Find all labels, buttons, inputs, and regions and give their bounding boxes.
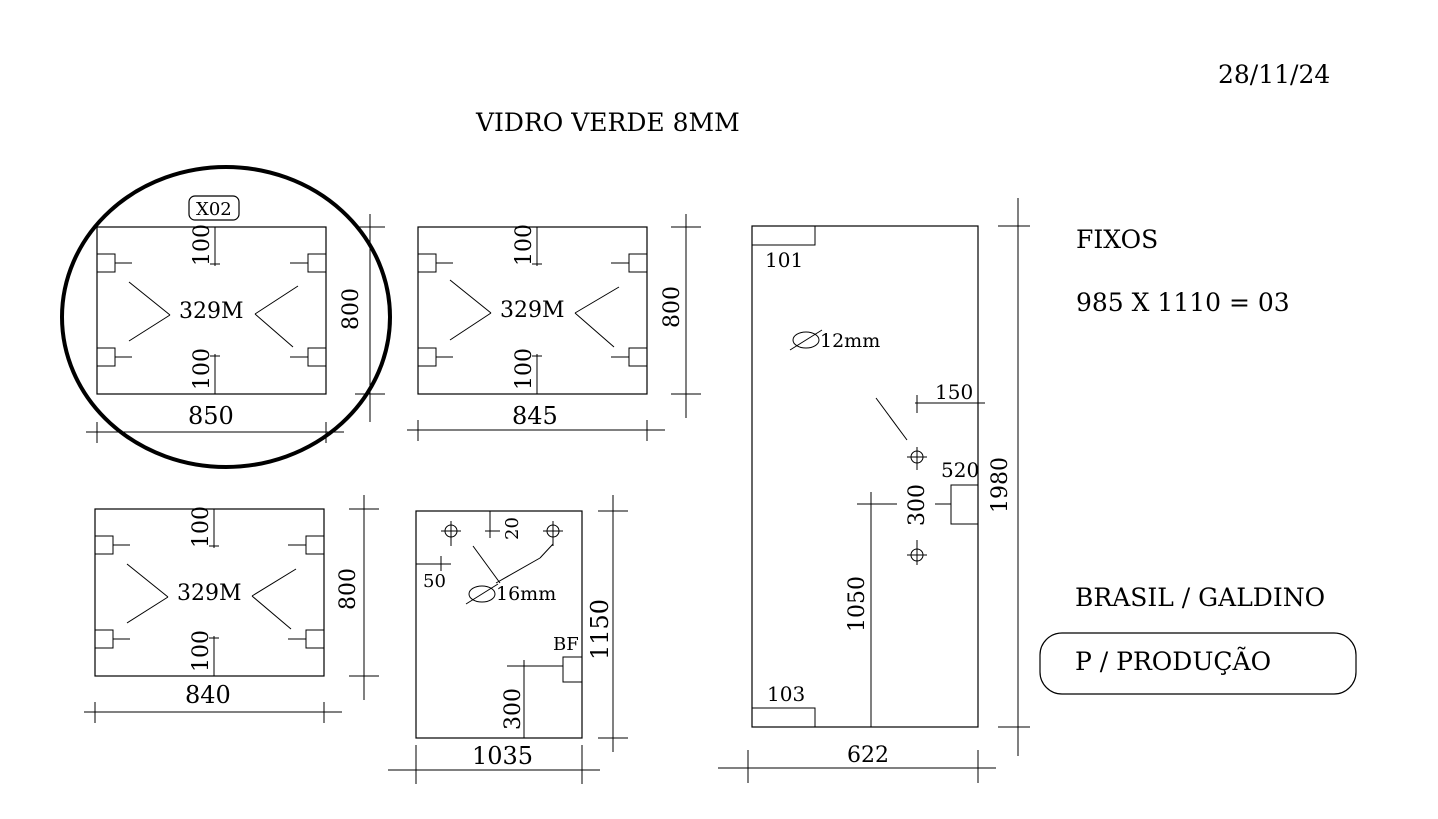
bottom-offset-label: 100: [190, 348, 215, 390]
panel-outline: [96, 226, 327, 395]
hinge-fitting: [417, 253, 437, 273]
width-label: 622: [847, 743, 889, 768]
hinge-fitting: [94, 629, 114, 649]
hinge-fitting: [628, 347, 648, 367]
notch-bottom: [751, 707, 816, 728]
hinge-fitting: [307, 253, 327, 273]
diameter-symbol: [468, 585, 496, 603]
top-offset-label: 100: [512, 224, 537, 266]
hinge-fitting: [628, 253, 648, 273]
height-label: 1980: [988, 457, 1013, 513]
height-label: 800: [660, 286, 685, 328]
dim-1050-label: 1050: [845, 576, 870, 632]
dim-300-label: 300: [905, 484, 930, 526]
client-label: BRASIL / GALDINO: [1075, 583, 1325, 612]
height-label: 800: [339, 288, 364, 330]
height-label: 1150: [586, 599, 614, 660]
notch-top-label: 101: [765, 248, 803, 272]
dim-150-label: 150: [935, 380, 973, 404]
hole-label: 329M: [500, 298, 565, 323]
hinge-fitting: [96, 253, 116, 273]
hole-label: 329M: [177, 581, 242, 606]
panel-5: 101 103 12mm 150 520 300 1050 1980: [718, 198, 1030, 783]
corner-fittings: [417, 253, 648, 367]
dim-20-label: 20: [502, 517, 523, 540]
fixos-spec: 985 X 1110 = 03: [1076, 288, 1290, 317]
notch-top: [751, 225, 816, 246]
side-cutout: [950, 484, 979, 525]
dim-520-label: 520: [941, 458, 979, 482]
hole-label: 329M: [179, 299, 244, 324]
panel-2: 100 100 329M 800 845: [407, 214, 701, 441]
glass-spec-title: VIDRO VERDE 8MM: [475, 108, 740, 137]
width-label: 840: [185, 681, 231, 709]
panel-1: X02 100 100 329M 800: [60, 165, 392, 469]
width-label: 845: [512, 402, 558, 430]
top-offset-label: 100: [189, 506, 214, 548]
panel-4: 20 50 16mm BF 300 1150 1035: [388, 495, 628, 784]
height-label: 800: [336, 568, 361, 610]
width-label: 850: [188, 402, 234, 430]
hinge-fitting: [94, 535, 114, 555]
dim-300-label: 300: [501, 688, 526, 730]
corner-fittings: [96, 253, 327, 367]
hinge-fitting: [417, 347, 437, 367]
date-label: 28/11/24: [1218, 60, 1330, 89]
fixos-title: FIXOS: [1076, 225, 1158, 254]
panel-3: 100 100 329M 800 840: [84, 495, 379, 723]
width-label: 1035: [472, 742, 533, 770]
panel-outline: [94, 508, 325, 677]
panel-outline: [417, 226, 648, 395]
panel-outline: [751, 225, 979, 728]
hinge-fitting: [305, 535, 325, 555]
tag-box: [188, 195, 240, 221]
hinge-fitting: [307, 347, 327, 367]
status-box: [1039, 632, 1357, 695]
notch-bottom-label: 103: [767, 682, 805, 706]
bf-marker: BF: [553, 634, 579, 655]
bottom-offset-label: 100: [189, 630, 214, 672]
corner-fittings: [94, 535, 325, 649]
diameter-symbol: [792, 331, 820, 349]
status-label: P / PRODUÇÃO: [1075, 647, 1271, 676]
panel-outline: [415, 510, 583, 739]
top-offset-label: 100: [190, 224, 215, 266]
hinge-fitting: [96, 347, 116, 367]
hinge-fitting: [305, 629, 325, 649]
hole-diameter-label: 16mm: [496, 583, 556, 605]
panel-tag: X02: [196, 199, 232, 220]
highlight-circle: [60, 165, 392, 469]
dim-50-label: 50: [423, 571, 446, 592]
hole-diameter-label: 12mm: [820, 330, 880, 352]
bottom-offset-label: 100: [512, 348, 537, 390]
bf-cutout: [562, 656, 583, 683]
